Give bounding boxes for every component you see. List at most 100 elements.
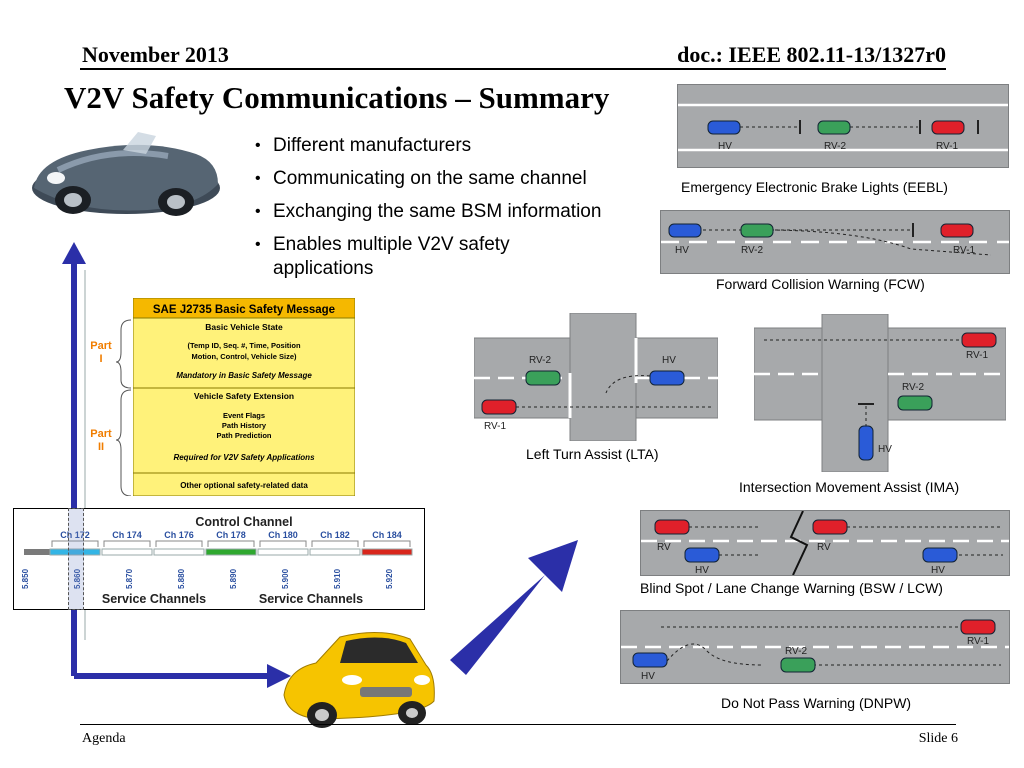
fcw-caption: Forward Collision Warning (FCW) [716, 276, 925, 292]
lta-label: RV-2 [529, 355, 551, 366]
frequency-label: 5.890 [229, 568, 238, 589]
remote-vehicle-icon [740, 223, 774, 238]
lta-label: RV-1 [484, 421, 506, 432]
header-date: November 2013 [82, 42, 229, 67]
host-vehicle-icon [668, 223, 702, 238]
bsm-part2-note: Required for V2V Safety Applications [173, 453, 315, 462]
ima-scene: RV-1 RV-2 HV [753, 313, 1007, 473]
host-vehicle-icon [858, 425, 874, 461]
dnpw-scene: HV RV-2 RV-1 [621, 619, 1009, 682]
eebl-diagram: HV RV-2 RV-1 [677, 84, 1009, 168]
bsm-part1-label: Part I [90, 340, 112, 365]
bsw-label: HV [931, 565, 945, 575]
remote-vehicle-icon [961, 332, 997, 348]
channel-segment [309, 548, 361, 556]
bsw-diagram: RV HV RV HV [640, 510, 1010, 576]
footer-rule [80, 724, 956, 725]
host-vehicle-icon [649, 370, 685, 386]
channel-label: Ch 172 [60, 530, 90, 540]
bsm-part1-note: Mandatory in Basic Safety Message [176, 371, 312, 380]
dnpw-label: RV-2 [785, 646, 807, 657]
bsm-part2-heading: Vehicle Safety Extension [194, 391, 294, 401]
eebl-label: HV [718, 141, 732, 152]
eebl-caption: Emergency Electronic Brake Lights (EEBL) [681, 179, 948, 195]
frequency-label: 5.880 [177, 568, 186, 589]
bsm-part2-label: Part II [90, 428, 112, 453]
bsm-part1-detail1: (Temp ID, Seq. #, Time, Position [187, 341, 300, 350]
bsm-part2-item: Path Prediction [216, 431, 271, 440]
frequency-label: 5.870 [125, 568, 134, 589]
bullet-item: Different manufacturers [255, 134, 673, 158]
bullet-item: Communicating on the same channel [255, 167, 673, 191]
bsm-part2-item: Path History [222, 421, 267, 430]
remote-vehicle-icon [960, 619, 996, 635]
control-channel-highlight [68, 508, 84, 610]
host-vehicle-icon [632, 652, 668, 668]
channel-label: Ch 184 [372, 530, 402, 540]
slide-title: V2V Safety Communications – Summary [64, 80, 610, 115]
channel-label: Ch 174 [112, 530, 142, 540]
remote-vehicle-icon [654, 519, 690, 535]
bullet-item: Enables multiple V2V safety applications [255, 233, 573, 281]
eebl-label: RV-2 [824, 141, 846, 152]
control-channel-label: Control Channel [195, 515, 292, 529]
frequency-label: 5.910 [333, 568, 342, 589]
bsw-label: RV [817, 542, 831, 553]
ima-label: RV-1 [966, 350, 988, 361]
ima-caption: Intersection Movement Assist (IMA) [739, 479, 960, 495]
channel-label: Ch 182 [320, 530, 350, 540]
dnpw-label: RV-1 [967, 636, 989, 647]
bullet-list: Different manufacturers Communicating on… [255, 134, 673, 290]
bsm-title: SAE J2735 Basic Safety Message [153, 304, 335, 316]
host-vehicle-icon [684, 547, 720, 563]
bsm-part1-detail2: Motion, Control, Vehicle Size) [191, 352, 297, 361]
eebl-label: RV-1 [936, 141, 958, 152]
footer-section: Agenda [82, 731, 126, 746]
yellow-car-image [283, 631, 435, 728]
lta-caption: Left Turn Assist (LTA) [526, 446, 659, 462]
channel-bracket [51, 540, 99, 547]
remote-vehicle-icon [481, 399, 517, 415]
channel-segment [153, 548, 205, 556]
fcw-label: RV-1 [953, 245, 975, 256]
remote-vehicle-icon [780, 657, 816, 673]
service-channels-label-left: Service Channels [102, 592, 206, 606]
channel-bracket [103, 540, 151, 547]
channel-segment [205, 548, 257, 556]
host-vehicle-icon [922, 547, 958, 563]
service-channels-label-right: Service Channels [259, 592, 363, 606]
remote-vehicle-icon [897, 395, 933, 411]
channel-label: Ch 176 [164, 530, 194, 540]
fcw-label: HV [675, 245, 689, 256]
lta-diagram: RV-2 HV RV-1 [473, 312, 719, 442]
fcw-label: RV-2 [741, 245, 763, 256]
diagonal-arrow [450, 540, 578, 675]
channel-bracket [363, 540, 411, 547]
bsw-label: HV [695, 565, 709, 575]
channel-segment [257, 548, 309, 556]
dnpw-label: HV [641, 671, 655, 682]
bsm-part2-item: Event Flags [223, 411, 265, 420]
channel-label: Ch 180 [268, 530, 298, 540]
channel-bracket [259, 540, 307, 547]
channel-segment [361, 548, 413, 556]
frequency-label: 5.850 [21, 568, 30, 589]
remote-vehicle-icon [817, 120, 851, 135]
remote-vehicle-icon [940, 223, 974, 238]
channel-bracket [155, 540, 203, 547]
convertible-car-image [32, 132, 220, 216]
slide-number: Slide 6 [918, 731, 958, 746]
channel-bracket [207, 540, 255, 547]
dnpw-diagram: HV RV-2 RV-1 [620, 610, 1010, 684]
channel-bracket [311, 540, 359, 547]
lta-scene: RV-2 HV RV-1 [473, 312, 719, 442]
bsm-other: Other optional safety-related data [180, 481, 308, 490]
header-doc-id: doc.: IEEE 802.11-13/1327r0 [677, 42, 946, 67]
channel-segment [49, 548, 101, 556]
frequency-label: 5.900 [281, 568, 290, 589]
bsm-part1-heading: Basic Vehicle State [205, 322, 283, 332]
guard-band [24, 549, 50, 555]
bsw-label: RV [657, 542, 671, 553]
bsm-brace [115, 319, 132, 496]
